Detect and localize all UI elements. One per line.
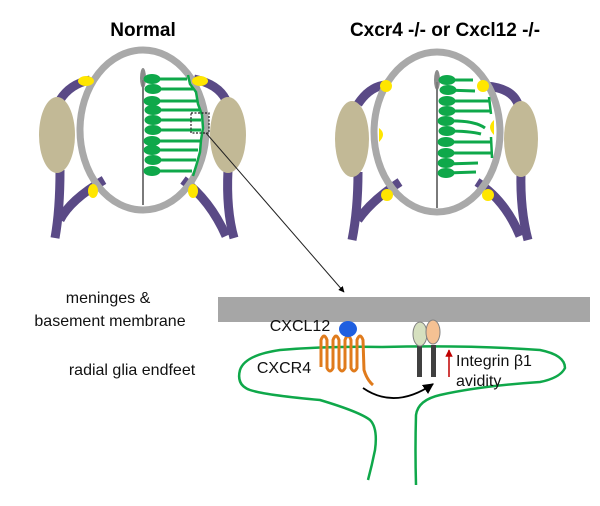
basement-membrane-label: basement membrane xyxy=(34,313,185,330)
endfoot-outline xyxy=(237,345,383,481)
zoom-arrow xyxy=(205,132,345,293)
ganglion-right xyxy=(210,97,246,173)
cxcl12-ligand xyxy=(339,321,357,337)
integrin-alpha-subunit xyxy=(412,321,428,347)
avidity-label: avidity xyxy=(456,373,501,390)
radial-glia-endfeet-label: radial glia endfeet xyxy=(69,362,196,379)
normal-title: Normal xyxy=(110,20,175,41)
mutant-title: Cxcr4 -/- or Cxcl12 -/- xyxy=(350,20,540,41)
midline-cap-mutant xyxy=(434,70,440,90)
radial-glia-mutant xyxy=(437,75,494,178)
cxcr4-receptor xyxy=(319,334,375,387)
cxcr4-label: CXCR4 xyxy=(257,360,311,377)
integrin-dimer xyxy=(412,319,441,377)
signaling-arrow xyxy=(362,383,434,399)
neural-tube-mutant xyxy=(370,48,504,216)
contact-points-mutant xyxy=(379,80,494,201)
integrin-beta-subunit xyxy=(425,319,441,345)
normal-panel: Normal xyxy=(39,20,246,240)
zoom-region-box xyxy=(190,112,210,134)
cxcl12-label: CXCL12 xyxy=(270,318,331,335)
integrin-label: Integrin β1 xyxy=(456,353,532,370)
endfoot-outline-right xyxy=(381,345,567,486)
neural-tube xyxy=(76,46,210,214)
basement-membrane-bar xyxy=(218,297,590,322)
midline-cap xyxy=(140,68,146,88)
detail-panel: meninges & basement membrane radial glia… xyxy=(34,290,590,486)
contact-points xyxy=(78,76,208,198)
meninges-label: meninges & xyxy=(66,290,151,307)
ganglion-left-mutant xyxy=(335,101,369,177)
radial-glia-normal xyxy=(143,74,205,177)
ganglion-left xyxy=(39,97,75,173)
ganglion-right-mutant xyxy=(504,101,538,177)
mutant-panel: Cxcr4 -/- or Cxcl12 -/- xyxy=(335,20,540,242)
